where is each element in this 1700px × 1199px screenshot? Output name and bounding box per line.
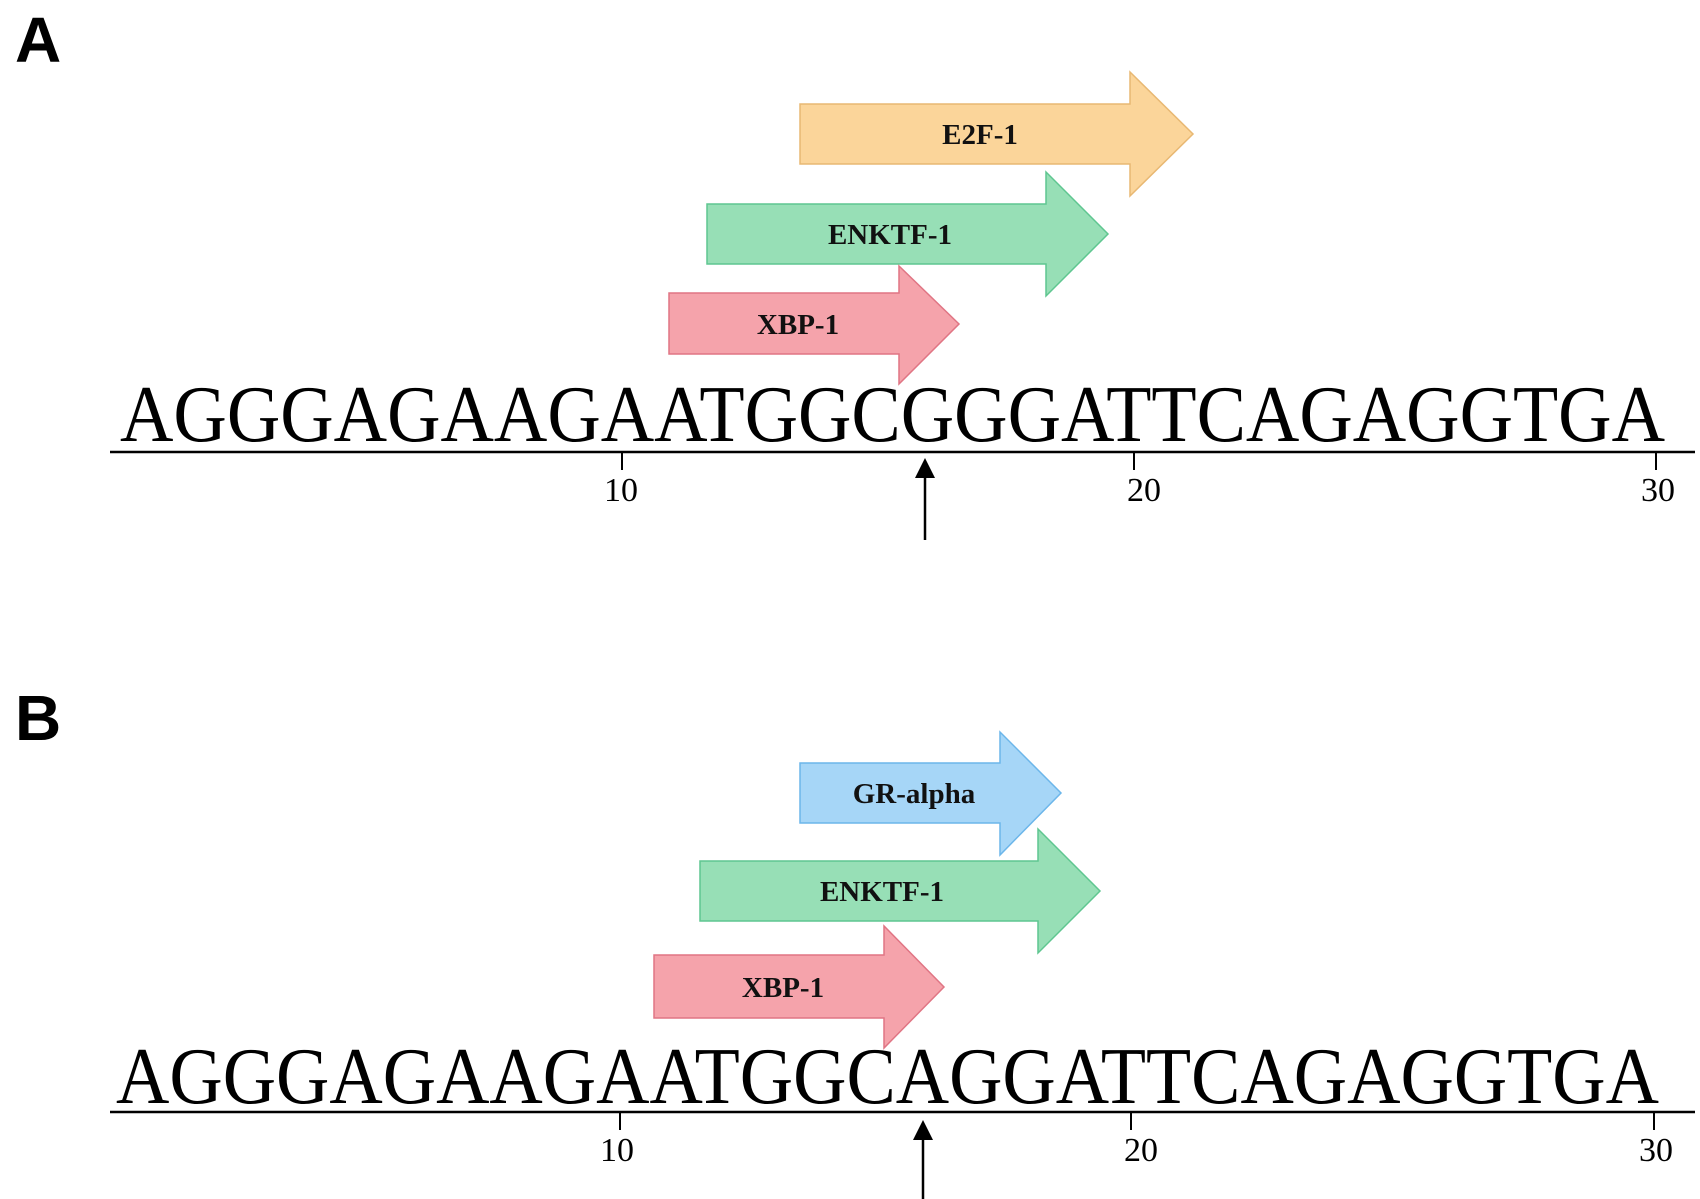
tf-arrow-gr-alpha: GR-alpha (799, 730, 1063, 857)
tf-arrow-enktf-1: ENKTF-1 (706, 170, 1110, 298)
dna-sequence-a: AGGGAGAAGAATGGCGGGATTCAGAGGTGA (120, 371, 1665, 459)
tf-arrow-enktf-1-shape (706, 170, 1110, 298)
tf-arrow-enktf-1-b-shape (699, 827, 1102, 955)
panel-label-b: B (15, 682, 61, 754)
tick-label-30-a: 30 (1641, 472, 1675, 509)
tf-label-e2f-1: E2F-1 (942, 119, 1018, 151)
tick-label-10-b: 10 (600, 1132, 634, 1169)
tf-arrow-xbp-1-b-shape (653, 924, 946, 1050)
mutation-site-arrow-b (913, 1120, 933, 1199)
mutation-site-arrow-a (915, 458, 935, 540)
dna-sequence-b: AGGGAGAAGAATGGCAGGATTCAGAGGTGA (116, 1033, 1659, 1121)
tick-label-20-b: 20 (1124, 1132, 1158, 1169)
tf-arrow-xbp-1-shape (668, 264, 961, 386)
tf-arrow-e2f-1-shape (799, 70, 1195, 198)
panel-a: A E2F-1 ENKTF-1 XBP-1 AGGGAGAAGAATGGCGGG… (15, 4, 1695, 540)
tf-label-xbp-1-b: XBP-1 (742, 972, 824, 1004)
tick-label-10-a: 10 (604, 472, 638, 509)
tf-label-gr-alpha: GR-alpha (853, 778, 976, 810)
panel-label-a: A (15, 4, 61, 76)
tf-label-enktf-1-b: ENKTF-1 (820, 876, 944, 908)
tf-arrow-xbp-1: XBP-1 (668, 264, 961, 386)
tf-arrow-gr-alpha-shape (799, 730, 1063, 857)
tf-label-enktf-1: ENKTF-1 (828, 219, 952, 251)
tf-label-xbp-1: XBP-1 (757, 309, 839, 341)
tf-arrow-xbp-1-b: XBP-1 (653, 924, 946, 1050)
tick-label-20-a: 20 (1127, 472, 1161, 509)
tick-label-30-b: 30 (1639, 1132, 1673, 1169)
panel-b: B GR-alpha ENKTF-1 XBP-1 AGGGAGAAGAATGGC… (15, 682, 1695, 1199)
tf-arrow-e2f-1: E2F-1 (799, 70, 1195, 198)
tf-arrow-enktf-1-b: ENKTF-1 (699, 827, 1102, 955)
